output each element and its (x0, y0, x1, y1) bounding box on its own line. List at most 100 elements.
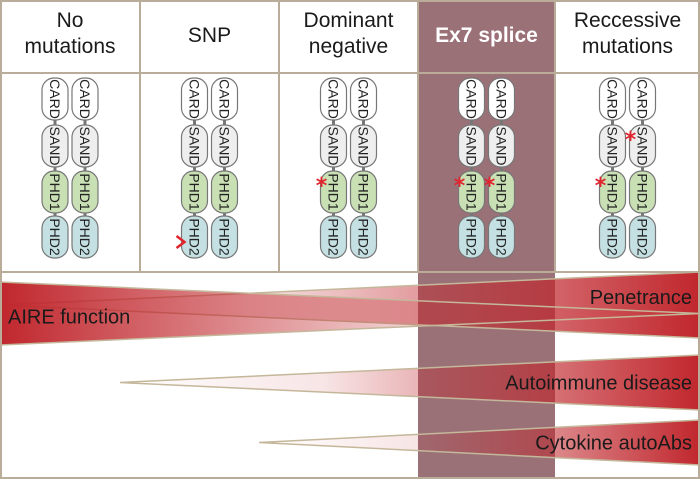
domain-sand: SAND (210, 124, 239, 168)
svg-text:SAND: SAND (77, 127, 93, 166)
domain-card: CARD (598, 77, 627, 121)
svg-text:SAND: SAND (47, 127, 63, 166)
domain-sand: SAND (487, 124, 516, 168)
wedge-autoimmune-disease (119, 354, 700, 411)
svg-text:CARD: CARD (77, 79, 93, 119)
domain-sand: SAND (457, 124, 486, 168)
svg-text:SAND: SAND (187, 127, 203, 166)
svg-text:PHD2: PHD2 (77, 218, 93, 256)
domain-phd2: PHD2 (210, 215, 239, 259)
svg-text:PHD2: PHD2 (47, 218, 63, 256)
domain-sand: SAND (628, 124, 657, 168)
domain-phd1: PHD1 (349, 170, 378, 214)
svg-text:PHD1: PHD1 (77, 173, 93, 211)
svg-text:SAND: SAND (605, 127, 621, 166)
svg-text:SAND: SAND (464, 127, 480, 166)
svg-text:PHD2: PHD2 (635, 218, 651, 256)
domain-card: CARD (71, 77, 99, 121)
domain-phd1: PHD1 (319, 170, 348, 214)
svg-text:CARD: CARD (605, 79, 621, 119)
domain-phd1: PHD1 (41, 170, 69, 214)
svg-text:PHD1: PHD1 (217, 173, 233, 211)
svg-text:PHD1: PHD1 (605, 173, 621, 211)
column-header-no-mutations-line-1: No (57, 9, 84, 32)
svg-text:PHD1: PHD1 (356, 173, 372, 211)
domain-phd1: PHD1 (210, 170, 239, 214)
svg-text:CARD: CARD (217, 79, 233, 119)
mutation-star-icon: * (484, 174, 496, 199)
svg-text:SAND: SAND (356, 127, 372, 166)
mutation-star-icon: * (625, 128, 637, 153)
wedge-label-penetrance: Penetrance (590, 287, 692, 309)
domain-sand: SAND (319, 124, 348, 168)
mutation-star-icon: * (595, 174, 607, 199)
svg-text:CARD: CARD (187, 79, 203, 119)
mutation-star-icon: * (316, 174, 328, 199)
svg-text:PHD1: PHD1 (187, 173, 203, 211)
svg-text:PHD1: PHD1 (47, 173, 63, 211)
domain-phd1: PHD1 (457, 170, 486, 214)
domain-phd2: PHD2 (319, 215, 348, 259)
domain-phd1: PHD1 (180, 170, 209, 214)
domain-phd2: PHD2 (41, 215, 69, 259)
domain-sand: SAND (598, 124, 627, 168)
domain-phd2: PHD2 (349, 215, 378, 259)
domain-sand: SAND (180, 124, 209, 168)
svg-text:SAND: SAND (326, 127, 342, 166)
svg-text:PHD1: PHD1 (494, 173, 510, 211)
svg-text:PHD2: PHD2 (464, 218, 480, 256)
svg-text:SAND: SAND (635, 127, 651, 166)
column-header-reccessive-mutations-line-2: mutations (582, 35, 673, 58)
domain-phd2: PHD2 (628, 215, 657, 259)
svg-text:PHD2: PHD2 (605, 218, 621, 256)
svg-text:PHD2: PHD2 (494, 218, 510, 256)
domain-card: CARD (41, 77, 69, 121)
column-header-dominant-negative-line-1: Dominant (304, 9, 394, 32)
wedge-label-autoimmune-disease: Autoimmune disease (505, 373, 692, 395)
domain-card: CARD (487, 77, 516, 121)
column-header-no-mutations-line-2: mutations (24, 35, 115, 58)
domain-phd2: PHD2 (598, 215, 627, 259)
domain-phd2: PHD2 (487, 215, 516, 259)
column-header-dominant-negative-line-2: negative (309, 35, 388, 58)
svg-text:CARD: CARD (326, 79, 342, 119)
svg-text:CARD: CARD (464, 79, 480, 119)
domain-sand: SAND (71, 124, 99, 168)
svg-text:PHD1: PHD1 (464, 173, 480, 211)
domain-card: CARD (180, 77, 209, 121)
wedge-label-aire-function: AIRE function (8, 307, 130, 329)
domain-phd2: PHD2 (457, 215, 486, 259)
domain-phd2: PHD2 (71, 215, 99, 259)
column-header-ex7-splice-line-1: Ex7 splice (435, 24, 538, 47)
domain-phd1: PHD1 (598, 170, 627, 214)
wedge-aire-function (0, 281, 700, 346)
domain-phd1: PHD1 (71, 170, 99, 214)
svg-text:PHD1: PHD1 (635, 173, 651, 211)
svg-text:CARD: CARD (494, 79, 510, 119)
domain-phd1: PHD1 (628, 170, 657, 214)
domain-card: CARD (457, 77, 486, 121)
domain-card: CARD (319, 77, 348, 121)
mutation-caret-icon (175, 235, 187, 249)
column-header-reccessive-mutations-line-1: Reccessive (574, 9, 681, 32)
domain-phd2: PHD2 (180, 215, 209, 259)
highlight-band (418, 0, 555, 479)
wedge-cytokine-autoabs (258, 419, 700, 466)
svg-text:PHD2: PHD2 (187, 218, 203, 256)
svg-text:PHD2: PHD2 (326, 218, 342, 256)
svg-text:SAND: SAND (494, 127, 510, 166)
domain-card: CARD (349, 77, 378, 121)
wedge-label-cytokine-autoabs: Cytokine autoAbs (535, 433, 692, 455)
svg-text:PHD1: PHD1 (326, 173, 342, 211)
domain-sand: SAND (349, 124, 378, 168)
domain-phd1: PHD1 (487, 170, 516, 214)
svg-text:SAND: SAND (217, 127, 233, 166)
column-header-snp-line-1: SNP (188, 24, 231, 47)
svg-text:PHD2: PHD2 (217, 218, 233, 256)
svg-text:CARD: CARD (47, 79, 63, 119)
domain-sand: SAND (41, 124, 69, 168)
svg-text:CARD: CARD (356, 79, 372, 119)
domain-card: CARD (628, 77, 657, 121)
